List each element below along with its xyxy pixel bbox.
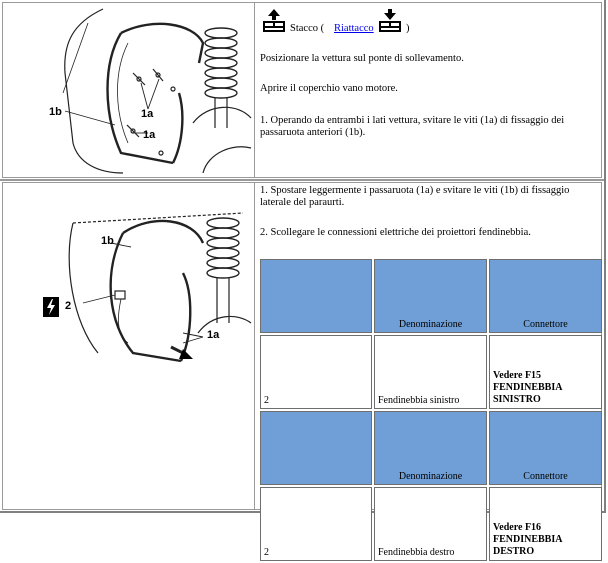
table-header-denominazione: Denominazione <box>374 259 487 333</box>
label-1b: 1b <box>101 235 114 247</box>
close-paren: ) <box>406 23 410 34</box>
step-2-illustration: 1b 2 1a <box>3 183 255 509</box>
table-header-connettore: Connettore <box>489 259 602 333</box>
table-header-cell <box>260 411 372 485</box>
table-header-row: Denominazione Connettore <box>260 259 602 333</box>
label-1b: 1b <box>49 106 62 118</box>
table-header-row: Denominazione Connettore <box>260 411 602 485</box>
wheel-arch-drawing-1 <box>62 8 252 174</box>
table-cell-name: Fendinebbia destro <box>374 487 487 561</box>
table-cell-number: 2 <box>260 487 372 561</box>
step-2-para-1: 1. Spostare leggermente i passaruota (1a… <box>260 185 570 208</box>
wheel-arch-drawing-2 <box>68 212 252 363</box>
table-cell-name: Fendinebbia sinistro <box>374 335 487 409</box>
step-2-text: 1. Spostare leggermente i passaruota (1a… <box>256 183 602 561</box>
removal-arrow-up-icon <box>263 9 285 32</box>
step-1-para-2: Aprire il coperchio vano motore. <box>260 83 398 94</box>
table-row: 2 Fendinebbia destro Vedere F16 FENDINEB… <box>260 487 602 561</box>
step-1-para-3: 1. Operando da entrambi i lati vettura, … <box>260 115 565 138</box>
connector-table: Denominazione Connettore 2 Fendinebbia s… <box>258 257 604 563</box>
label-1a-bottom: 1a <box>143 129 156 141</box>
step-2-row: 1b 2 1a 1. Spostare leggermente i passar… <box>2 182 602 561</box>
electrical-warning-icon <box>43 297 59 317</box>
step-1-para-1: Posizionare la vettura sul ponte di soll… <box>260 53 464 64</box>
step-2-para-2: 2. Scollegare le connessioni elettriche … <box>260 227 531 238</box>
stacco-label: Stacco ( <box>290 23 325 34</box>
table-cell-connector: Vedere F15 FENDINEBBIA SINISTRO <box>489 335 602 409</box>
label-2: 2 <box>65 300 72 312</box>
step-1-row: 1b 1a 1a Stacco ( Riattacco ) Posiz <box>2 2 602 178</box>
table-header-cell <box>260 259 372 333</box>
row-divider <box>0 179 604 181</box>
table-cell-number: 2 <box>260 335 372 409</box>
table-header-connettore: Connettore <box>489 411 602 485</box>
table-row: 2 Fendinebbia sinistro Vedere F15 FENDIN… <box>260 335 602 409</box>
label-1a-top: 1a <box>141 108 154 120</box>
step-1-illustration: 1b 1a 1a <box>3 3 255 177</box>
table-cell-connector: Vedere F16 FENDINEBBIA DESTRO <box>489 487 602 561</box>
refit-arrow-down-icon <box>379 9 401 32</box>
table-header-denominazione: Denominazione <box>374 411 487 485</box>
step-1-text: Stacco ( Riattacco ) Posizionare la vett… <box>256 3 601 177</box>
label-1a: 1a <box>207 329 220 341</box>
riattacco-link[interactable]: Riattacco <box>334 23 374 34</box>
